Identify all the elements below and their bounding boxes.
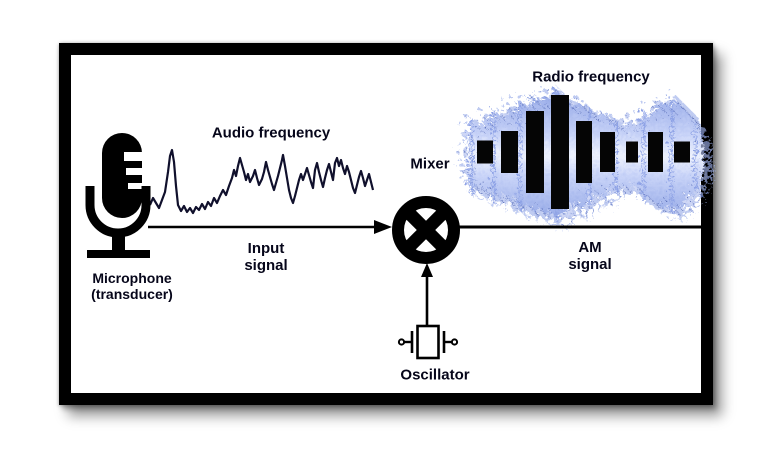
microphone-label-line2: (transducer) — [91, 286, 173, 302]
oscillator-icon — [397, 324, 459, 360]
oscillator-to-mixer-line — [421, 263, 433, 327]
am-bars — [477, 95, 690, 209]
oscillator-label: Oscillator — [400, 366, 470, 384]
am-waveform — [460, 81, 703, 223]
input-signal-label-line2: signal — [244, 257, 288, 274]
input-signal-label-line1: Input — [247, 240, 285, 257]
microphone-label: Microphone (transducer) — [91, 270, 173, 302]
microphone-icon — [85, 133, 151, 258]
radio-frequency-label: Radio frequency — [532, 68, 650, 86]
diagram-frame — [59, 43, 713, 405]
input-signal-line — [148, 220, 392, 234]
am-signal-label-line2: signal — [568, 256, 612, 273]
input-signal-label: Input signal — [244, 240, 287, 274]
am-signal-label-line1: AM — [578, 239, 602, 256]
am-envelope-specks — [463, 86, 700, 218]
am-signal-label: AM signal — [568, 239, 611, 273]
mixer-icon — [392, 196, 460, 264]
microphone-label-line1: Microphone — [92, 270, 172, 286]
arrowhead-up-icon — [421, 263, 433, 277]
arrowhead-right-icon — [374, 220, 392, 234]
audio-frequency-label: Audio frequency — [211, 124, 331, 142]
mixer-label: Mixer — [410, 155, 450, 173]
audio-waveform — [148, 148, 375, 215]
